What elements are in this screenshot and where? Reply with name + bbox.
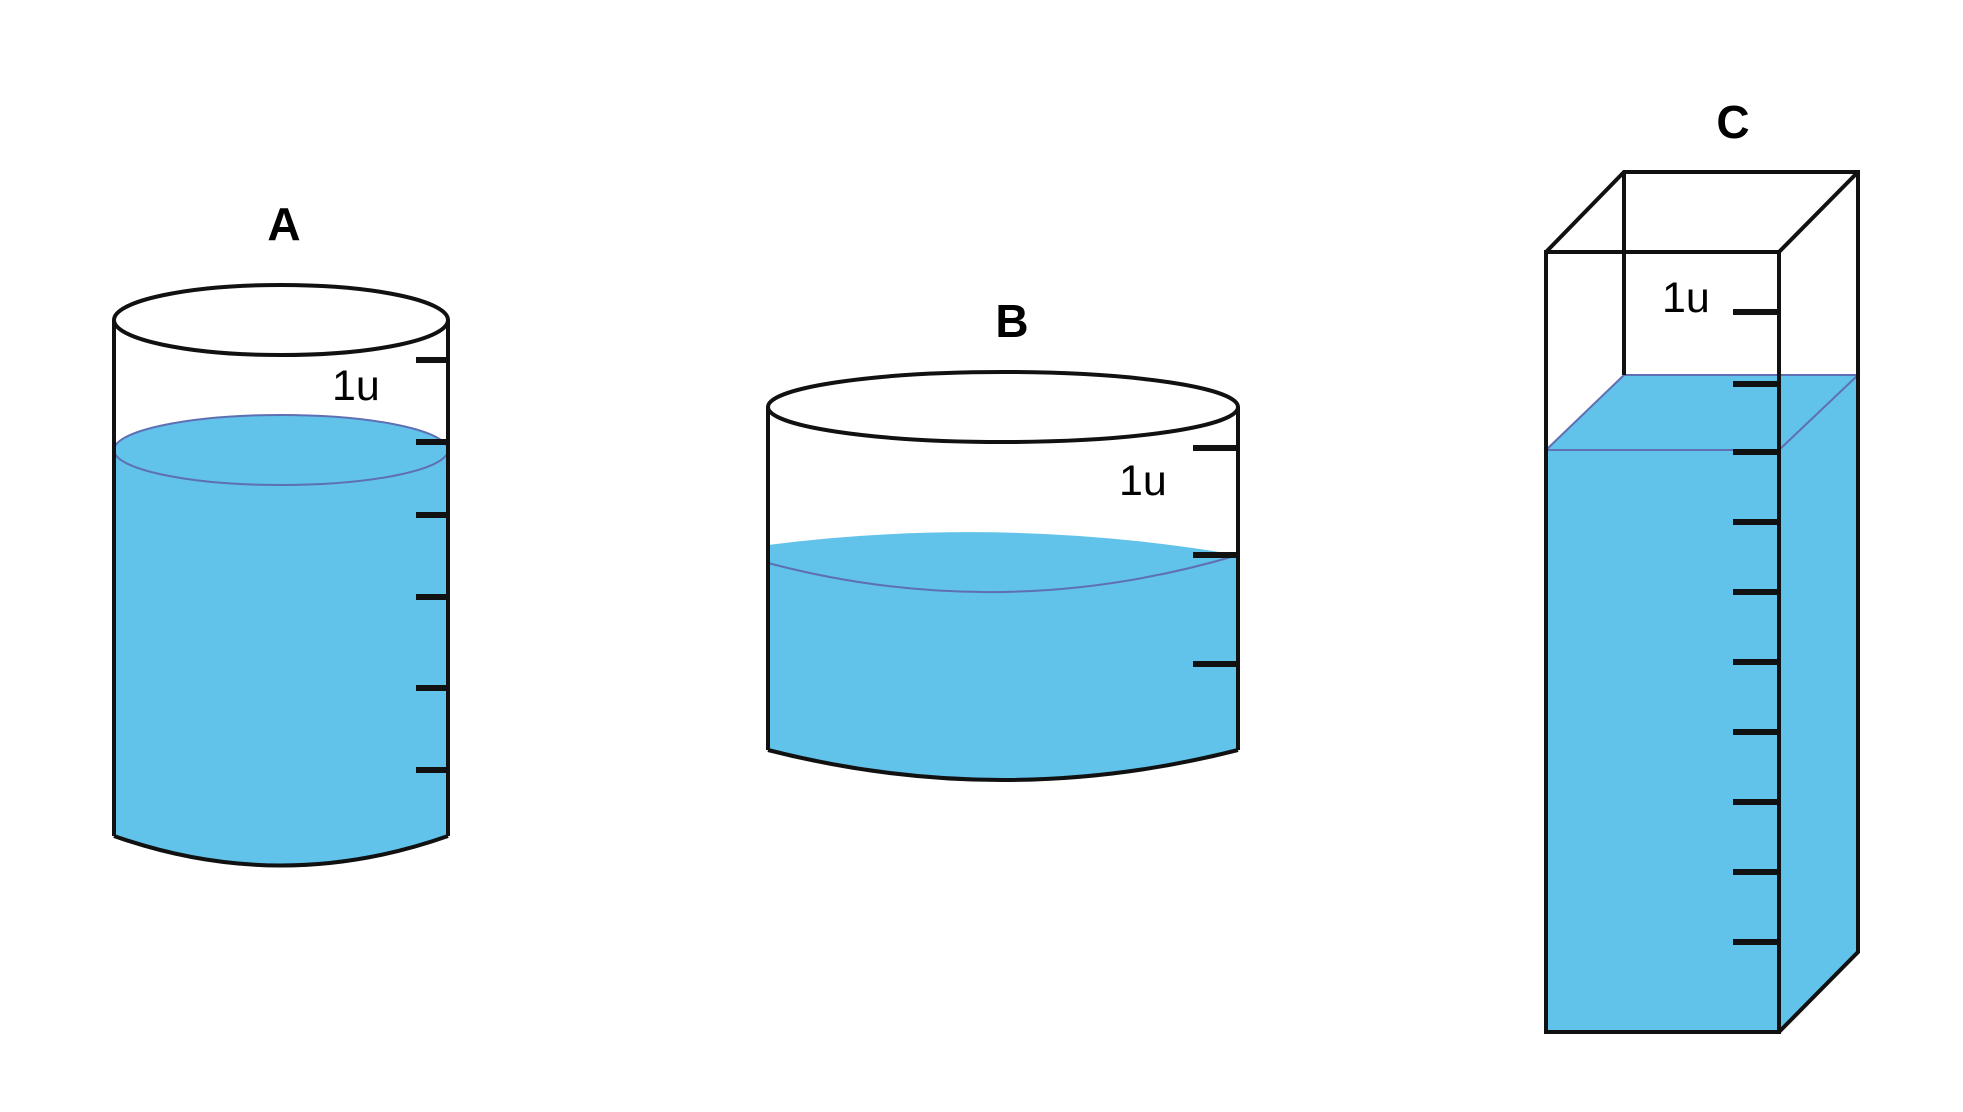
container-c-scale <box>1733 309 1779 945</box>
container-c-label: C <box>1716 96 1749 148</box>
container-b-label: B <box>995 295 1028 347</box>
container-a-rim <box>112 283 450 357</box>
container-a-water-surface <box>113 414 449 486</box>
container-b-rim <box>766 370 1240 444</box>
container-a-bottom <box>113 834 449 868</box>
container-b-unit-label: 1u <box>1119 457 1167 505</box>
container-c-unit-label: 1u <box>1662 274 1710 322</box>
container-a: A 1u <box>112 198 450 868</box>
container-a-label: A <box>267 198 300 250</box>
container-b-bottom <box>767 748 1239 782</box>
container-c-water-front <box>1546 450 1779 1032</box>
container-b-scale <box>1193 445 1238 667</box>
container-c-top-edge <box>1777 170 1860 254</box>
container-a-unit-label: 1u <box>332 362 380 410</box>
container-c-water-side <box>1779 375 1858 1032</box>
container-a-water <box>114 444 448 866</box>
container-a-scale <box>416 357 448 773</box>
container-b-water <box>768 532 1238 780</box>
container-b-water-surface <box>767 554 1239 594</box>
container-b: B 1u <box>766 295 1240 782</box>
container-c: C 1u <box>1543 96 1861 1034</box>
